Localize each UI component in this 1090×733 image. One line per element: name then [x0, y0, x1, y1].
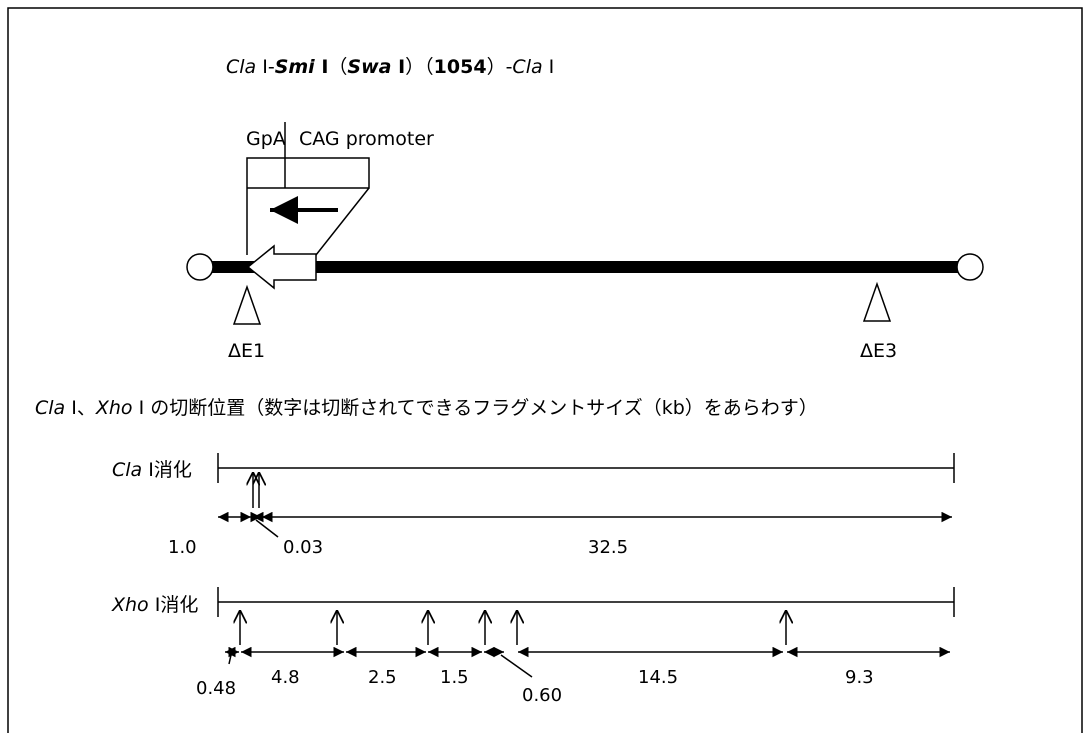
- xho-fragment-label: 1.5: [440, 667, 469, 688]
- xho-fragment-label: 4.8: [271, 667, 300, 688]
- construct-title: Cla I-Smi I（Swa I）（1054）-Cla I: [226, 56, 554, 78]
- left-itr-circle: [186, 253, 214, 281]
- xho-digest-label: Xho I消化: [111, 594, 198, 616]
- cla-fragment-label: 32.5: [588, 537, 628, 558]
- right-itr-circle: [956, 253, 984, 281]
- deletion-e1-label: ΔE1: [228, 340, 265, 362]
- deletion-e3-marker: [862, 281, 892, 322]
- xho-fragment-label: 0.48: [196, 678, 236, 699]
- figure-border: [7, 7, 1083, 733]
- cassette-block-arrow: [246, 244, 317, 290]
- xho-leader-line: [500, 654, 533, 678]
- xho-fragment-label: 0.60: [522, 685, 562, 706]
- deletion-e1-marker: [232, 284, 262, 325]
- xho-leader-line: [228, 654, 232, 665]
- xho-fragment-label: 9.3: [845, 667, 874, 688]
- cla-digest-label: Cla I消化: [112, 459, 192, 481]
- cut-sites-heading: Cla I、Xho I の切断位置（数字は切断されてできるフラグメントサイズ（k…: [35, 397, 818, 419]
- promoter-label: CAG promoter: [299, 128, 434, 150]
- cla-fragment-label: 0.03: [283, 537, 323, 558]
- xho-fragment-label: 2.5: [368, 667, 397, 688]
- cassette-zoom-outline: [246, 122, 370, 256]
- gpa-label: GpA: [246, 128, 286, 150]
- xho-fragment-label: 14.5: [638, 667, 678, 688]
- deletion-e3-label: ΔE3: [860, 340, 897, 362]
- cla-fragment-label: 1.0: [168, 537, 197, 558]
- cla-leader-line: [255, 519, 279, 538]
